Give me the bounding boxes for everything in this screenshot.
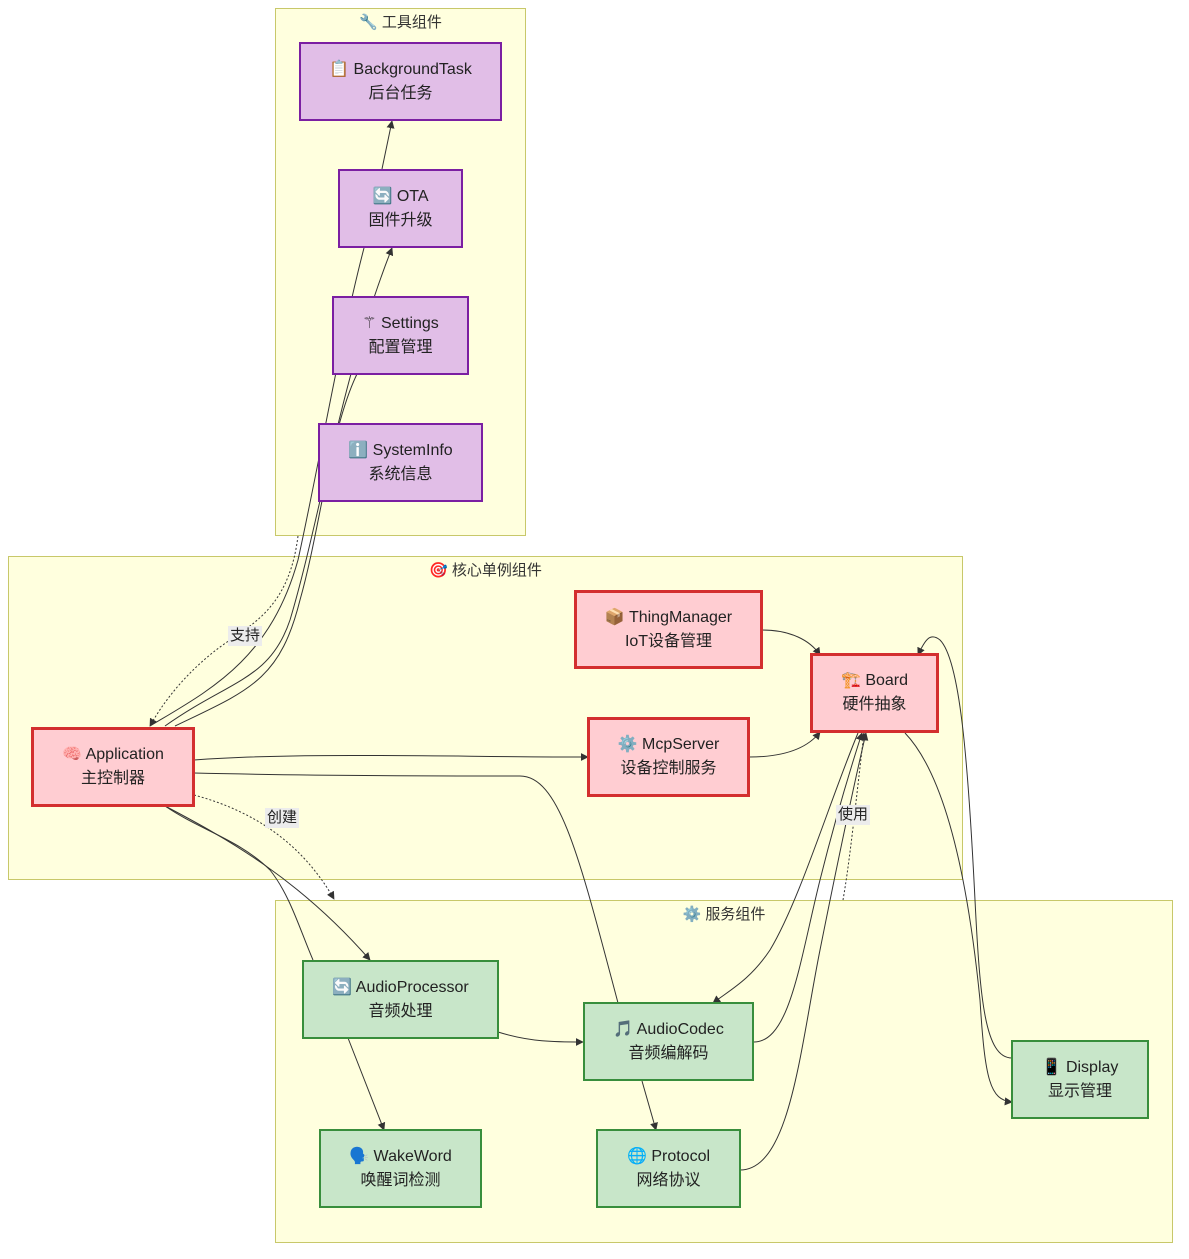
edge-thingmanager-board <box>761 629 821 656</box>
edge-mcpserver-board <box>748 731 821 758</box>
node-ota[interactable]: 🔄 OTA 固件升级 <box>338 169 463 248</box>
node-wake-word-name: 🗣️ WakeWord <box>349 1147 452 1165</box>
edge-ota-backgroundtask <box>381 120 395 170</box>
edge-board-display <box>904 732 1013 1106</box>
node-application[interactable]: 🧠 Application 主控制器 <box>31 727 195 807</box>
node-thing-manager-name: 📦 ThingManager <box>604 608 733 626</box>
node-mcp-server[interactable]: ⚙️ McpServer 设备控制服务 <box>587 717 750 797</box>
cluster-services-title: ⚙️ 服务组件 <box>682 906 766 923</box>
cluster-tools-title: 🔧 工具组件 <box>359 14 442 31</box>
edge-protocol-board <box>739 732 869 1171</box>
edge-application-audioprocessor <box>164 805 371 961</box>
node-protocol-desc: 网络协议 <box>636 1171 701 1189</box>
node-audio-processor-desc: 音频处理 <box>368 1002 433 1020</box>
node-background-task[interactable]: 📋 BackgroundTask 后台任务 <box>299 42 502 121</box>
edge-application-wakeword <box>164 805 314 961</box>
node-background-task-desc: 后台任务 <box>368 84 433 102</box>
edge-application-create <box>193 794 335 900</box>
cluster-core: 🎯 核心单例组件 <box>8 556 963 880</box>
node-settings-name: ⚚ Settings <box>362 314 439 332</box>
cluster-core-title: 🎯 核心单例组件 <box>429 562 542 579</box>
node-application-desc: 主控制器 <box>80 770 145 787</box>
edge-application-audiocodec <box>193 772 619 1004</box>
node-audio-codec-desc: 音频编解码 <box>628 1044 709 1062</box>
edge-board-audiocodec <box>712 732 859 1004</box>
node-application-name: 🧠 Application <box>62 746 164 763</box>
node-audio-codec-name: 🎵 AudioCodec <box>613 1020 724 1038</box>
node-display[interactable]: 📱 Display 显示管理 <box>1011 1040 1149 1119</box>
node-board-name: 🏗️ Board <box>840 672 909 689</box>
node-wake-word[interactable]: 🗣️ WakeWord 唤醒词检测 <box>319 1129 482 1208</box>
edge-label-create: 创建 <box>265 808 300 828</box>
node-settings-desc: 配置管理 <box>368 338 433 356</box>
node-protocol-name: 🌐 Protocol <box>626 1147 711 1165</box>
edge-services-use-board <box>842 732 868 901</box>
edge-application-mcpserver <box>193 752 589 761</box>
node-thing-manager-desc: IoT设备管理 <box>624 632 713 650</box>
node-ota-desc: 固件升级 <box>368 211 433 229</box>
node-background-task-name: 📋 BackgroundTask <box>329 60 472 78</box>
node-audio-codec[interactable]: 🎵 AudioCodec 音频编解码 <box>583 1002 754 1081</box>
node-system-info-name: ℹ️ SystemInfo <box>348 441 453 459</box>
edge-label-support: 支持 <box>228 626 263 646</box>
edge-systeminfo-application <box>149 535 299 727</box>
node-ota-name: 🔄 OTA <box>372 187 429 205</box>
node-settings[interactable]: ⚚ Settings 配置管理 <box>332 296 469 375</box>
node-system-info[interactable]: ℹ️ SystemInfo 系统信息 <box>318 423 483 502</box>
node-thing-manager[interactable]: 📦 ThingManager IoT设备管理 <box>574 590 763 669</box>
node-wake-word-desc: 唤醒词检测 <box>360 1171 441 1189</box>
node-audio-processor[interactable]: 🔄 AudioProcessor 音频处理 <box>302 960 499 1039</box>
node-protocol[interactable]: 🌐 Protocol 网络协议 <box>596 1129 741 1208</box>
edge-label-use: 使用 <box>836 805 871 825</box>
edge-display-board <box>917 636 1013 1059</box>
edge-audioprocessor-wakeword <box>347 1037 386 1131</box>
node-display-name: 📱 Display <box>1041 1058 1119 1076</box>
node-system-info-desc: 系统信息 <box>368 465 433 483</box>
edge-audiocodec-board <box>753 732 864 1043</box>
edge-audiocodec-protocol <box>641 1080 658 1131</box>
node-mcp-server-desc: 设备控制服务 <box>620 760 717 777</box>
node-audio-processor-name: 🔄 AudioProcessor <box>332 978 469 996</box>
node-board[interactable]: 🏗️ Board 硬件抽象 <box>810 653 939 733</box>
node-display-desc: 显示管理 <box>1047 1082 1112 1100</box>
node-mcp-server-name: ⚙️ McpServer <box>617 736 720 753</box>
edge-audioprocessor-audiocodec <box>497 1031 584 1046</box>
node-board-desc: 硬件抽象 <box>842 696 907 713</box>
